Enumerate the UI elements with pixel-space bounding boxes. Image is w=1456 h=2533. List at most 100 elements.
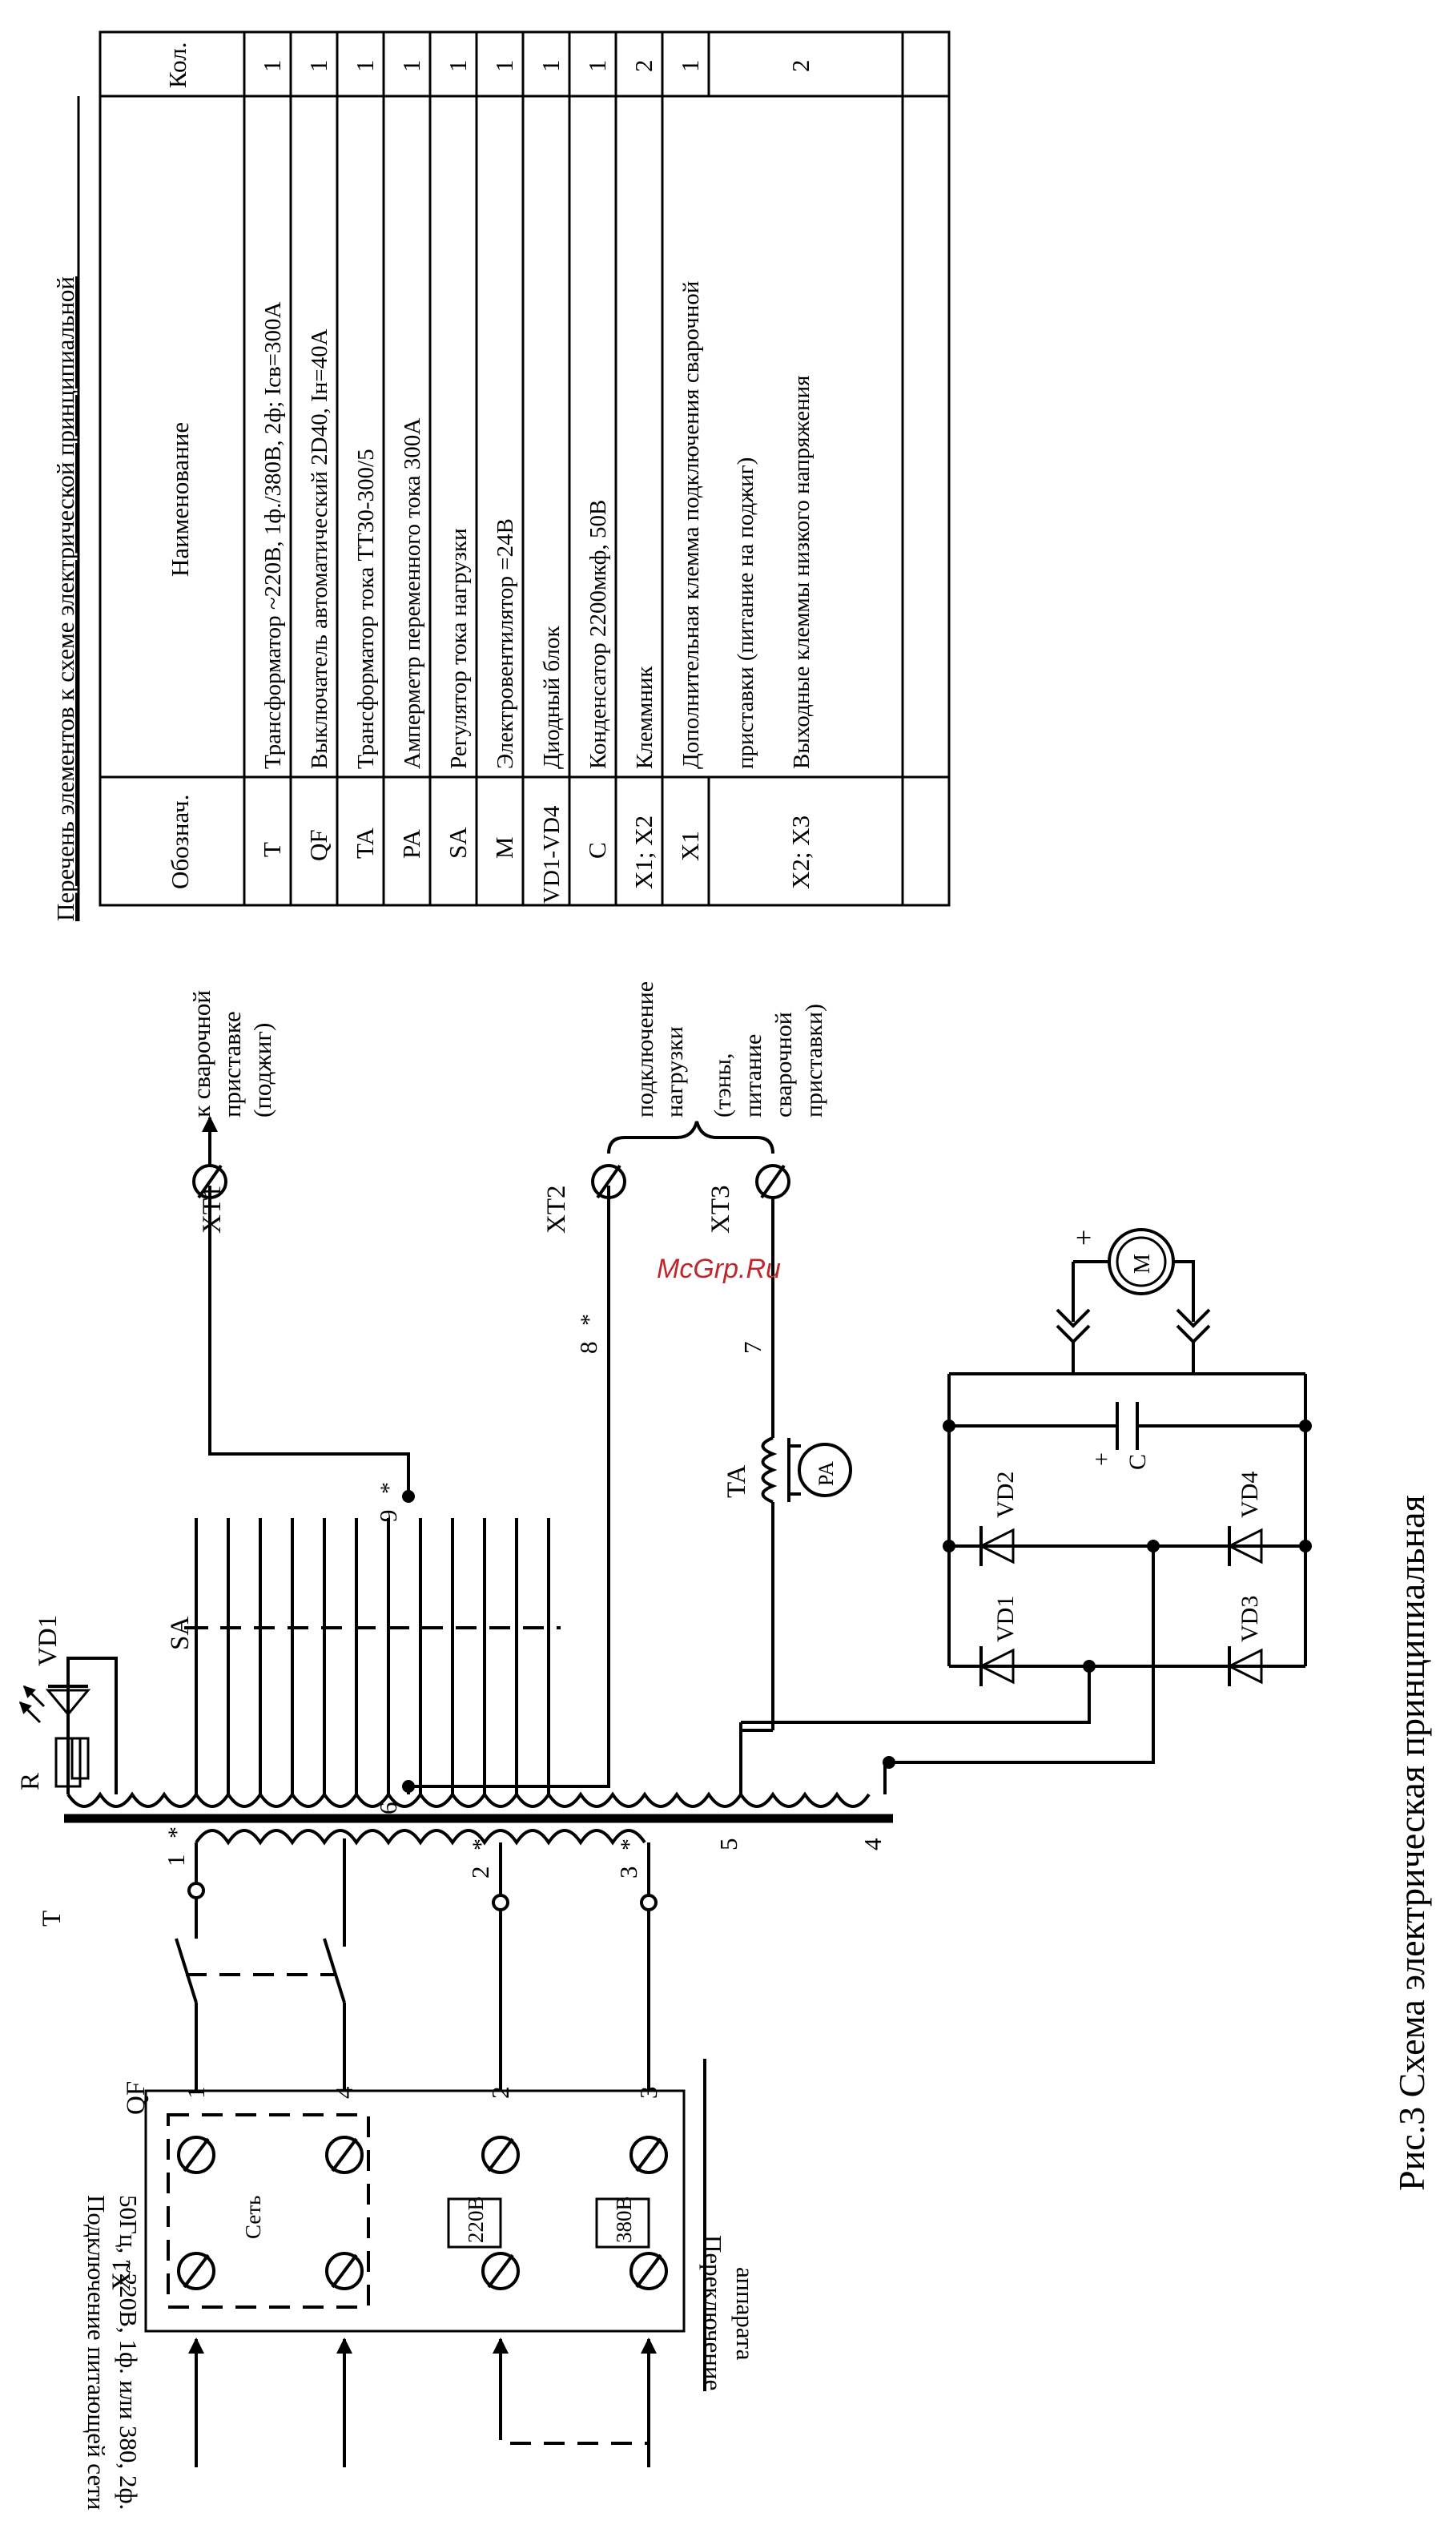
- label-set: Сеть: [241, 2196, 265, 2239]
- table-row: X1 Дополнительная клемма подключения сва…: [676, 60, 704, 862]
- svg-text:PA: PA: [397, 829, 425, 859]
- terminal-xt3: XT3 7: [706, 1164, 790, 1354]
- xt1-text-2: приставке: [218, 1011, 246, 1118]
- current-transformer-ta: TA PA: [722, 1198, 852, 1730]
- svg-text:1: 1: [162, 1854, 190, 1867]
- svg-text:5: 5: [714, 1838, 742, 1851]
- diode-bridge: VD2 VD4 VD1 VD3: [943, 1372, 1312, 1686]
- mains-text-2: 50Гц, ~220В, 1ф. или 380, 2ф.: [115, 2195, 143, 2510]
- terminal-block-x1: X1 Сеть 220В 380В 1 4 2 3: [107, 2086, 686, 2333]
- svg-text:1: 1: [258, 60, 286, 73]
- svg-text:Регулятор тока нагрузки: Регулятор тока нагрузки: [446, 528, 472, 769]
- label-qf: QF: [122, 2081, 151, 2115]
- mains-input: Подключение питающей сети 50Гц, ~220В, 1…: [82, 2195, 352, 2510]
- table-row: VD1-VD4 Диодный блок 1: [537, 60, 565, 904]
- svg-text:нагрузки: нагрузки: [662, 1026, 688, 1118]
- screw-terminal: [177, 2136, 215, 2290]
- table-row: X2; X3 Выходные клеммы низкого напряжени…: [786, 60, 814, 890]
- label-sa: SA: [166, 1617, 195, 1650]
- header-designation: Обознач.: [166, 795, 194, 889]
- capacitor-c: + C: [949, 1402, 1305, 1470]
- table-row: PA Амперметр переменного тока 300А 1: [397, 60, 425, 860]
- svg-text:3: 3: [614, 1867, 642, 1879]
- svg-text:M: M: [490, 836, 518, 859]
- switch-input: Переключение аппарата: [493, 2059, 759, 2467]
- svg-text:SA: SA: [444, 827, 472, 859]
- fan-motor-m: M +: [1056, 1228, 1211, 1374]
- output-terminals: XT1 к сварочной приставке (поджиг) XT2 8…: [187, 981, 827, 1354]
- svg-text:TA: TA: [351, 828, 379, 859]
- xt1-text-1: к сварочной: [187, 990, 215, 1118]
- screw-terminal: [325, 2136, 364, 2290]
- svg-text:1: 1: [490, 60, 518, 73]
- svg-text:4: 4: [330, 2086, 358, 2099]
- svg-text:VD2: VD2: [992, 1472, 1019, 1518]
- table-frame: [99, 30, 951, 907]
- svg-text:VD3: VD3: [1237, 1596, 1263, 1642]
- svg-text:3: 3: [634, 2087, 662, 2100]
- svg-text:QF: QF: [304, 829, 332, 861]
- primary-taps: 1 * 2 * 3 *: [162, 1826, 658, 1947]
- label-r: R: [16, 1773, 45, 1790]
- diode-vd3: VD3: [1226, 1596, 1263, 1686]
- svg-text:1: 1: [444, 60, 472, 73]
- svg-text:Выключатель автоматический 2D4: Выключатель автоматический 2D40, Iн=40А: [307, 328, 332, 769]
- diode-vd2: VD2: [978, 1472, 1019, 1566]
- elements-table: Перечень элементов к схеме электрической…: [51, 30, 951, 921]
- svg-text:+: +: [1088, 1452, 1115, 1466]
- svg-text:1: 1: [182, 2087, 210, 2100]
- svg-text:1: 1: [583, 60, 611, 73]
- svg-text:Электровентилятор =24В: Электровентилятор =24В: [493, 518, 518, 769]
- terminal-xt2: XT2 8 *: [542, 1164, 626, 1354]
- svg-text:Диодный блок: Диодный блок: [539, 626, 565, 769]
- svg-text:1: 1: [537, 60, 565, 73]
- current-regulator-sa: SA 9 * 6: [166, 1186, 610, 1815]
- diode-vd1: VD1: [978, 1596, 1019, 1686]
- svg-text:C: C: [583, 842, 611, 859]
- label-vd1-led: VD1: [34, 1615, 62, 1666]
- label-pa: PA: [814, 1461, 838, 1486]
- screw-terminal: [481, 2136, 520, 2290]
- svg-text:VD1: VD1: [992, 1596, 1019, 1642]
- svg-text:VD1-VD4: VD1-VD4: [539, 805, 565, 904]
- svg-text:6: 6: [374, 1802, 402, 1815]
- label-x1: X1: [107, 2259, 136, 2291]
- screw-terminal: [629, 2136, 668, 2290]
- svg-text:Дополнительная клемма подключе: Дополнительная клемма подключения свароч…: [678, 281, 704, 769]
- table-row: TA Трансформатор тока ТТ30-300/5 1: [351, 60, 379, 860]
- svg-text:X2; X3: X2; X3: [786, 815, 814, 889]
- label-m: M: [1130, 1254, 1155, 1274]
- svg-text:*: *: [376, 1482, 402, 1494]
- svg-text:9: 9: [374, 1510, 402, 1523]
- svg-text:2: 2: [629, 60, 658, 73]
- table-row: T Трансформатор ~220В, 1ф./380В, 2ф; Iсв…: [258, 60, 286, 858]
- svg-text:Амперметр переменного тока 300: Амперметр переменного тока 300А: [400, 418, 425, 769]
- label-t: T: [38, 1911, 66, 1927]
- svg-text:Трансформатор тока ТТ30-300/5: Трансформатор тока ТТ30-300/5: [353, 449, 379, 769]
- svg-text:X1: X1: [676, 831, 704, 861]
- svg-text:(тэны,: (тэны,: [710, 1053, 736, 1118]
- switch-text-2: аппарата: [731, 2267, 759, 2361]
- svg-text:2: 2: [466, 1867, 494, 1879]
- label-xt2: XT2: [542, 1186, 571, 1234]
- mains-text-1: Подключение питающей сети: [82, 2195, 111, 2510]
- table-row: M Электровентилятор =24В 1: [490, 60, 518, 860]
- table-row: приставки (питание на поджиг): [733, 457, 758, 769]
- label-220v: 220В: [464, 2196, 488, 2243]
- svg-text:T: T: [258, 842, 286, 857]
- table-row: X1; X2 Клеммник 2: [629, 60, 658, 890]
- label-ta: TA: [722, 1464, 751, 1498]
- svg-text:сварочной: сварочной: [770, 1012, 797, 1118]
- svg-text:подключение: подключение: [632, 981, 658, 1118]
- indicator-led-vd1: R VD1: [16, 1615, 118, 1794]
- header-qty: Кол.: [163, 42, 191, 88]
- svg-text:приставки (питание на поджиг): приставки (питание на поджиг): [733, 457, 758, 769]
- header-name: Наименование: [166, 422, 194, 577]
- svg-text:Конденсатор 2200мкф, 50В: Конденсатор 2200мкф, 50В: [585, 500, 611, 769]
- svg-text:+: +: [1068, 1230, 1100, 1246]
- svg-text:Трансформатор ~220В, 1ф./380В,: Трансформатор ~220В, 1ф./380В, 2ф; Iсв=3…: [260, 301, 286, 769]
- label-xt3: XT3: [706, 1186, 735, 1234]
- table-title: Перечень элементов к схеме электрической…: [51, 276, 79, 921]
